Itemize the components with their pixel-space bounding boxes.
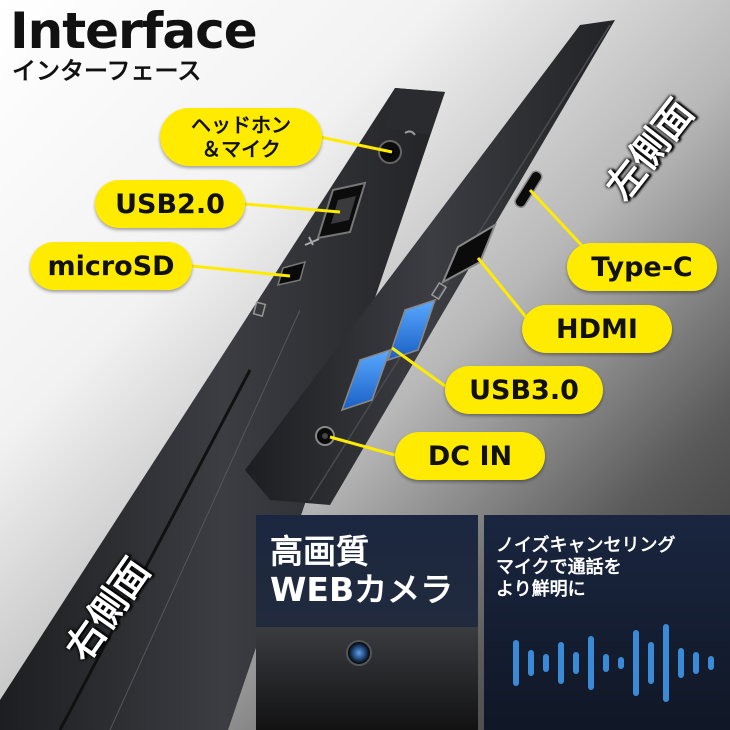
sd-card-icon — [252, 301, 267, 318]
hdmi-callout-label: HDMI — [556, 313, 638, 345]
microsd-slot — [276, 260, 307, 287]
noise-cancel-line3: より鮮明に — [496, 579, 586, 600]
microsd-callout-label: microSD — [47, 250, 175, 282]
usb2-callout-label: USB2.0 — [115, 188, 225, 220]
usb3-port-1 — [386, 298, 437, 362]
page-title: Interface — [10, 2, 258, 60]
webcam-icon — [346, 640, 372, 666]
left-laptop-edge — [0, 88, 445, 730]
webcam-title-line1: 高画質 — [270, 532, 369, 571]
noise-cancel-line1: ノイズキャンセリング — [496, 535, 676, 556]
dcin-callout: DC IN — [395, 432, 545, 480]
hdmi-callout: HDMI — [522, 305, 672, 353]
webcam-title-line2: WEBカメラ — [270, 570, 454, 609]
usb2-port — [316, 181, 367, 240]
usb3-callout-label: USB3.0 — [469, 374, 579, 406]
dcin-callout-label: DC IN — [427, 440, 513, 472]
usb3-callout: USB3.0 — [445, 366, 603, 414]
webcam-panel-title: 高画質 WEBカメラ — [270, 533, 453, 609]
battery-icon — [430, 281, 448, 301]
microsd-callout: microSD — [30, 242, 192, 290]
webcam-panel: 高画質 WEBカメラ — [256, 515, 478, 730]
noise-cancel-line2: マイクで通話を — [496, 557, 622, 578]
headphone-callout: ヘッドホン ＆マイク — [160, 108, 322, 166]
usb-icon — [304, 236, 320, 246]
headphone-callout-line1: ヘッドホン — [191, 113, 291, 137]
noise-cancel-text: ノイズキャンセリング マイクで通話を より鮮明に — [496, 535, 675, 601]
sound-wave-icon — [513, 624, 714, 702]
typec-callout-label: Type-C — [591, 251, 693, 283]
usb2-callout: USB2.0 — [95, 180, 245, 228]
typec-callout: Type-C — [567, 243, 717, 291]
noise-cancel-panel: ノイズキャンセリング マイクで通話を より鮮明に — [484, 515, 730, 730]
dc-in-port — [315, 426, 335, 446]
headphone-callout-line2: ＆マイク — [201, 137, 281, 161]
page-subtitle: インターフェース — [12, 57, 202, 85]
usb3-port-2 — [340, 348, 392, 412]
